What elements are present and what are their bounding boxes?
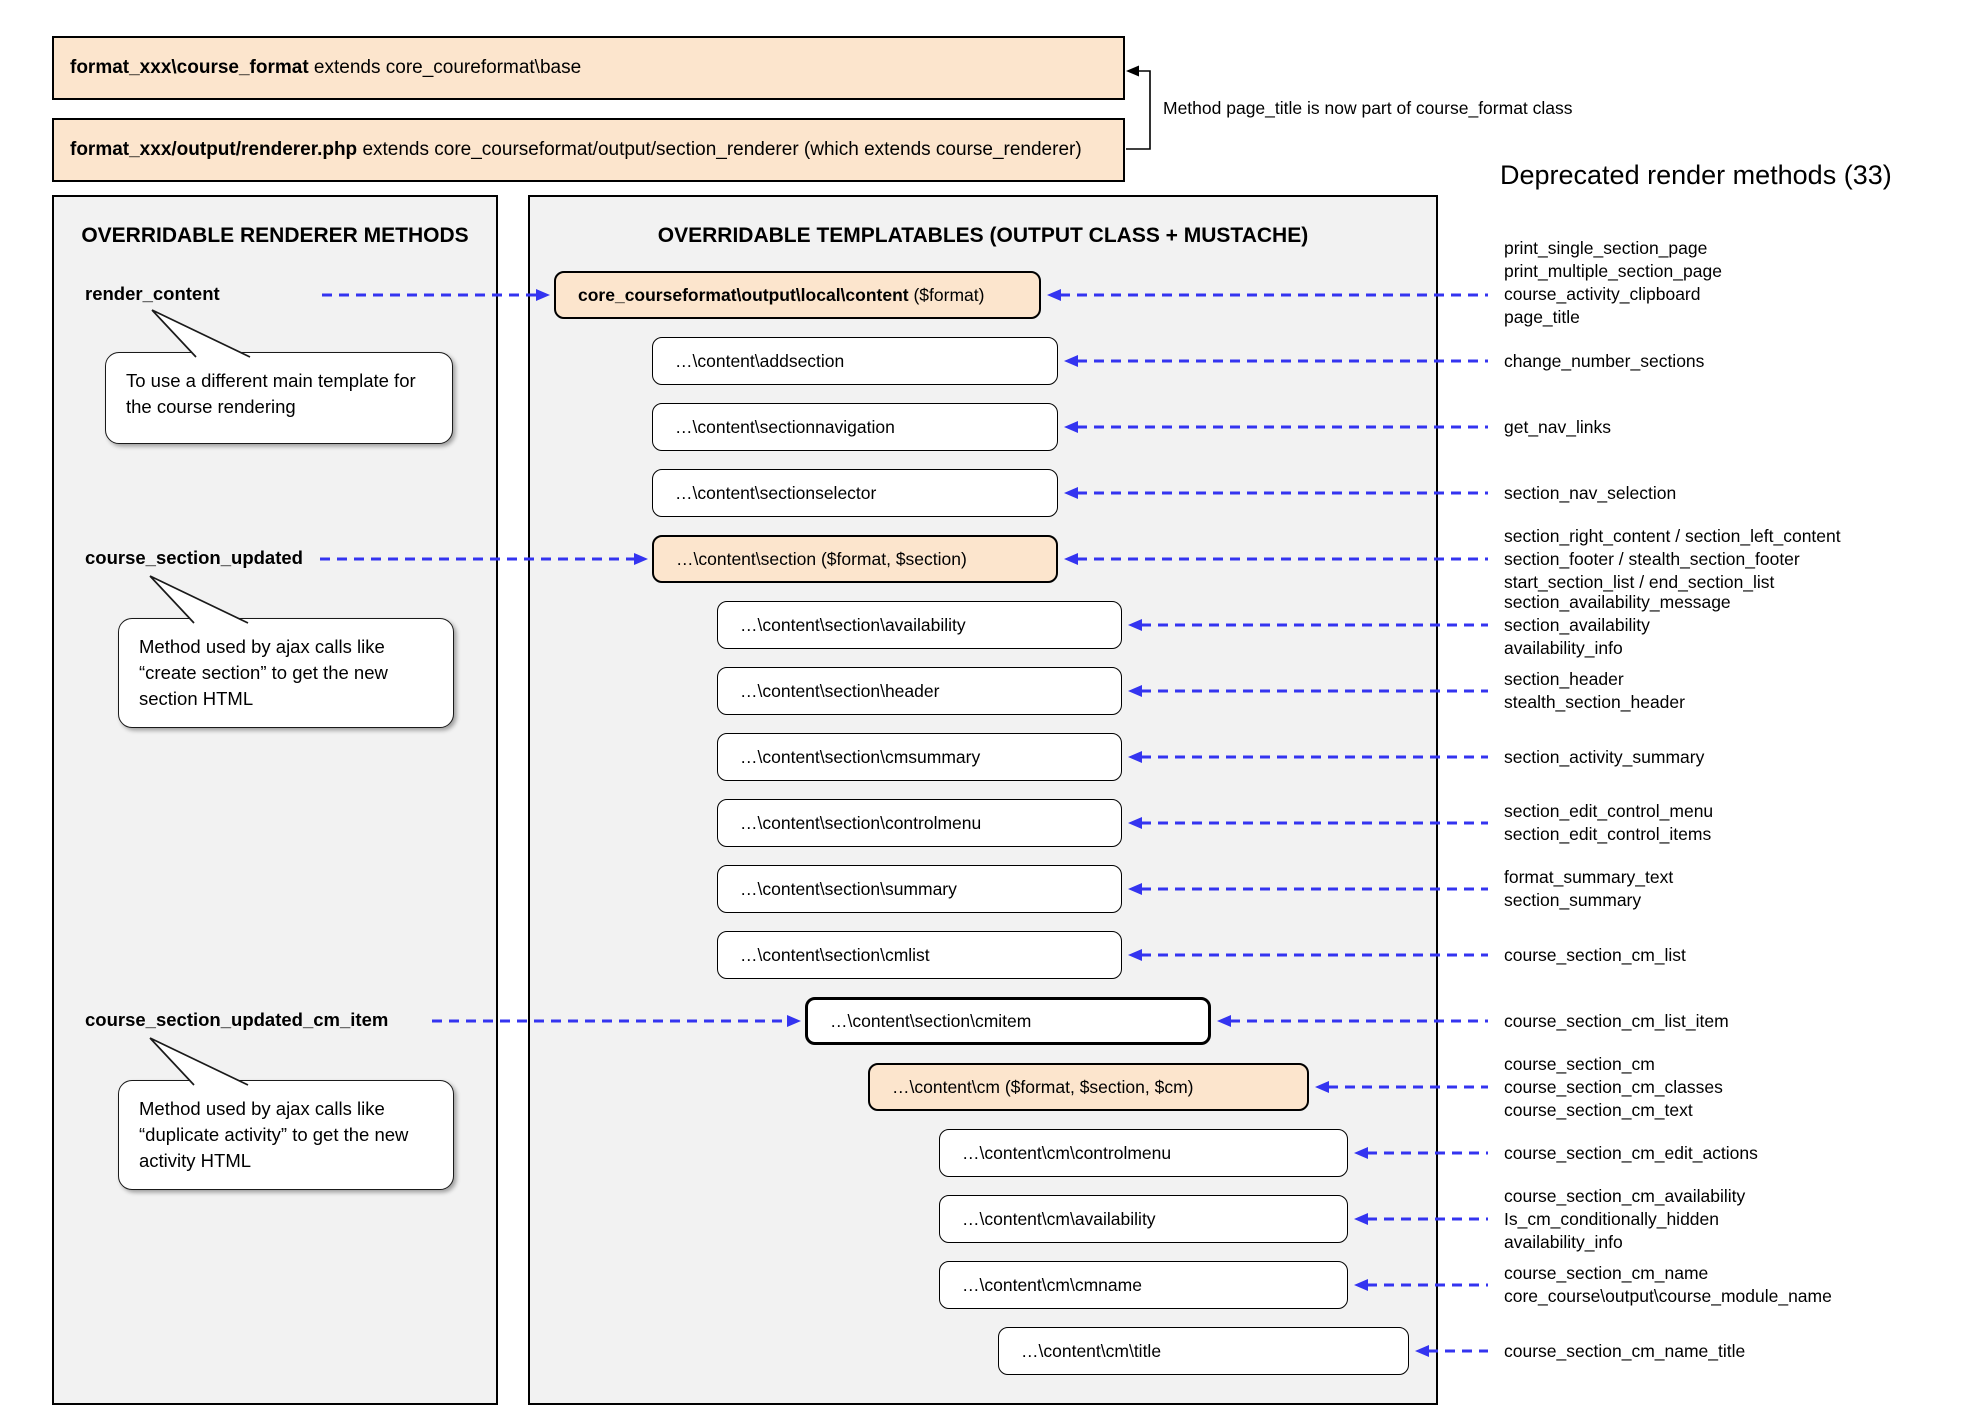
deprecated-method: course_section_cm_classes [1504, 1077, 1723, 1097]
deprecated-method-group: course_section_cm_availability Is_cm_con… [1504, 1185, 1745, 1254]
deprecated-method: section_activity_summary [1504, 747, 1705, 767]
deprecated-method: section_edit_control_items [1504, 824, 1712, 844]
deprecated-method: course_section_cm_availability [1504, 1186, 1746, 1206]
deprecated-method-group: format_summary_text section_summary [1504, 866, 1673, 912]
deprecated-method-group: course_section_cm course_section_cm_clas… [1504, 1053, 1723, 1122]
deprecated-method: print_single_section_page [1504, 238, 1708, 258]
deprecated-method: print_multiple_section_page [1504, 261, 1722, 281]
deprecated-method: availability_info [1504, 1232, 1623, 1252]
deprecated-method: section_footer / stealth_section_footer [1504, 549, 1800, 569]
templatable-box-section-header: …\content\section\header [717, 667, 1122, 715]
deprecated-method-group: section_availability_message section_ava… [1504, 591, 1731, 660]
deprecated-method: stealth_section_header [1504, 692, 1685, 712]
templatable-box-content: core_courseformat\output\local\content (… [554, 271, 1041, 319]
deprecated-method-group: get_nav_links [1504, 416, 1611, 439]
class-definition-text: format_xxx/output/renderer.php extends c… [70, 139, 1082, 160]
deprecated-method: section_edit_control_menu [1504, 801, 1714, 821]
deprecated-method: course_section_cm_name [1504, 1263, 1709, 1283]
templatable-box-section-cmitem: …\content\section\cmitem [805, 997, 1211, 1045]
page-title-note: Method page_title is now part of course_… [1163, 98, 1573, 118]
deprecated-method-group: course_section_cm_list [1504, 944, 1686, 967]
templatable-box-cm-title: …\content\cm\title [998, 1327, 1409, 1375]
deprecated-method: section_right_content / section_left_con… [1504, 526, 1841, 546]
deprecated-method: course_section_cm_name_title [1504, 1341, 1746, 1361]
deprecated-method-group: section_activity_summary [1504, 746, 1704, 769]
templatable-box-addsection: …\content\addsection [652, 337, 1058, 385]
deprecated-method: start_section_list / end_section_list [1504, 572, 1775, 592]
deprecated-method: format_summary_text [1504, 867, 1674, 887]
deprecated-method: section_availability_message [1504, 592, 1731, 612]
class-definition-box-course-format: format_xxx\course_format extends core_co… [52, 36, 1125, 100]
deprecated-method: section_availability [1504, 615, 1650, 635]
deprecated-method-group: course_section_cm_edit_actions [1504, 1142, 1758, 1165]
templatable-box-cm-controlmenu: …\content\cm\controlmenu [939, 1129, 1348, 1177]
templatable-box-section: …\content\section ($format, $section) [652, 535, 1058, 583]
callout-course-section-updated: Method used by ajax calls like “create s… [118, 618, 454, 728]
deprecated-method-group: section_header stealth_section_header [1504, 668, 1685, 714]
deprecated-method-group: change_number_sections [1504, 350, 1704, 373]
templatable-box-cm-availability: …\content\cm\availability [939, 1195, 1348, 1243]
deprecated-method: change_number_sections [1504, 351, 1705, 371]
deprecated-method-group: course_section_cm_name core_course\outpu… [1504, 1262, 1832, 1308]
deprecated-method: section_header [1504, 669, 1624, 689]
deprecated-method: section_nav_selection [1504, 483, 1677, 503]
templatable-box-sectionnavigation: …\content\sectionnavigation [652, 403, 1058, 451]
deprecated-method-group: section_edit_control_menu section_edit_c… [1504, 800, 1713, 846]
templatable-box-sectionselector: …\content\sectionselector [652, 469, 1058, 517]
deprecated-method: course_section_cm_list [1504, 945, 1686, 965]
templatable-box-section-cmlist: …\content\section\cmlist [717, 931, 1122, 979]
deprecated-method: course_section_cm [1504, 1054, 1655, 1074]
class-definition-box-renderer: format_xxx/output/renderer.php extends c… [52, 118, 1125, 182]
method-label-course-section-updated: course_section_updated [85, 547, 303, 568]
deprecated-method: get_nav_links [1504, 417, 1612, 437]
deprecated-method-group: section_nav_selection [1504, 482, 1676, 505]
templatable-box-cm-cmname: …\content\cm\cmname [939, 1261, 1348, 1309]
deprecated-method: Is_cm_conditionally_hidden [1504, 1209, 1719, 1229]
bracket-connector [1126, 65, 1151, 150]
deprecated-method: section_summary [1504, 890, 1642, 910]
deprecated-method-group: section_right_content / section_left_con… [1504, 525, 1841, 594]
deprecated-method-group: course_section_cm_name_title [1504, 1340, 1745, 1363]
templatable-box-section-cmsummary: …\content\section\cmsummary [717, 733, 1122, 781]
deprecated-method-group: course_section_cm_list_item [1504, 1010, 1729, 1033]
deprecated-method: core_course\output\course_module_name [1504, 1286, 1832, 1306]
method-label-course-section-updated-cm-item: course_section_updated_cm_item [85, 1009, 389, 1030]
templatables-panel-title: OVERRIDABLE TEMPLATABLES (OUTPUT CLASS +… [657, 224, 1309, 247]
deprecated-method: course_activity_clipboard [1504, 284, 1701, 304]
callout-course-section-updated-cm-item: Method used by ajax calls like “duplicat… [118, 1080, 454, 1190]
deprecated-method: page_title [1504, 307, 1580, 327]
class-definition-text: format_xxx\course_format extends core_co… [70, 57, 582, 78]
templatable-box-section-controlmenu: …\content\section\controlmenu [717, 799, 1122, 847]
method-label-render-content: render_content [85, 283, 220, 304]
templatable-box-section-summary: …\content\section\summary [717, 865, 1122, 913]
templatable-box-cm: …\content\cm ($format, $section, $cm) [868, 1063, 1309, 1111]
deprecated-method: availability_info [1504, 638, 1623, 658]
deprecated-method-group: print_single_section_page print_multiple… [1504, 237, 1722, 329]
deprecated-method: course_section_cm_edit_actions [1504, 1143, 1758, 1163]
callout-render-content: To use a different main template for the… [105, 352, 453, 444]
deprecated-method: course_section_cm_text [1504, 1100, 1693, 1120]
deprecated-methods-title: Deprecated render methods (33) [1500, 160, 1892, 190]
deprecated-method: course_section_cm_list_item [1504, 1011, 1729, 1031]
templatable-box-section-availability: …\content\section\availability [717, 601, 1122, 649]
renderer-methods-panel-title: OVERRIDABLE RENDERER METHODS [81, 224, 469, 247]
